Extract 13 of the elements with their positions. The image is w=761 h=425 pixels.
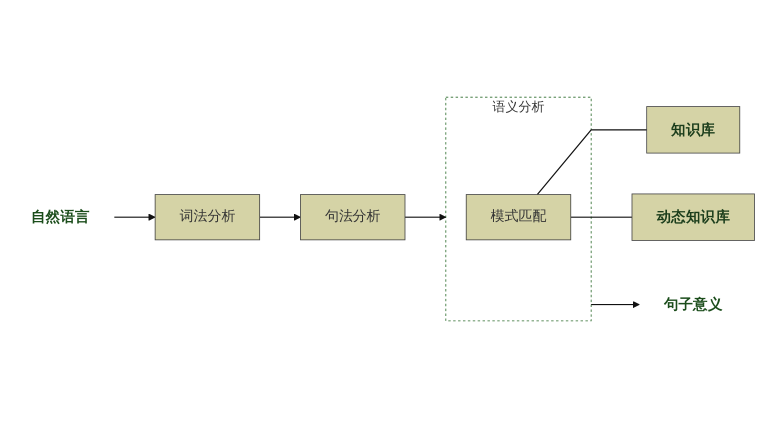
connector — [536, 129, 647, 195]
node-box: 词法分析 — [154, 194, 260, 240]
arrow — [260, 214, 301, 221]
node-box: 句法分析 — [300, 194, 406, 240]
arrow — [114, 214, 156, 221]
node-box: 动态知识库 — [632, 194, 755, 241]
arrow — [405, 214, 446, 221]
node-text: 自然语言 — [31, 208, 90, 226]
node-box: 模式匹配 — [466, 194, 572, 240]
connector — [570, 216, 632, 218]
node-text: 句子意义 — [664, 296, 723, 314]
node-box: 知识库 — [646, 106, 740, 154]
arrow — [591, 300, 640, 308]
